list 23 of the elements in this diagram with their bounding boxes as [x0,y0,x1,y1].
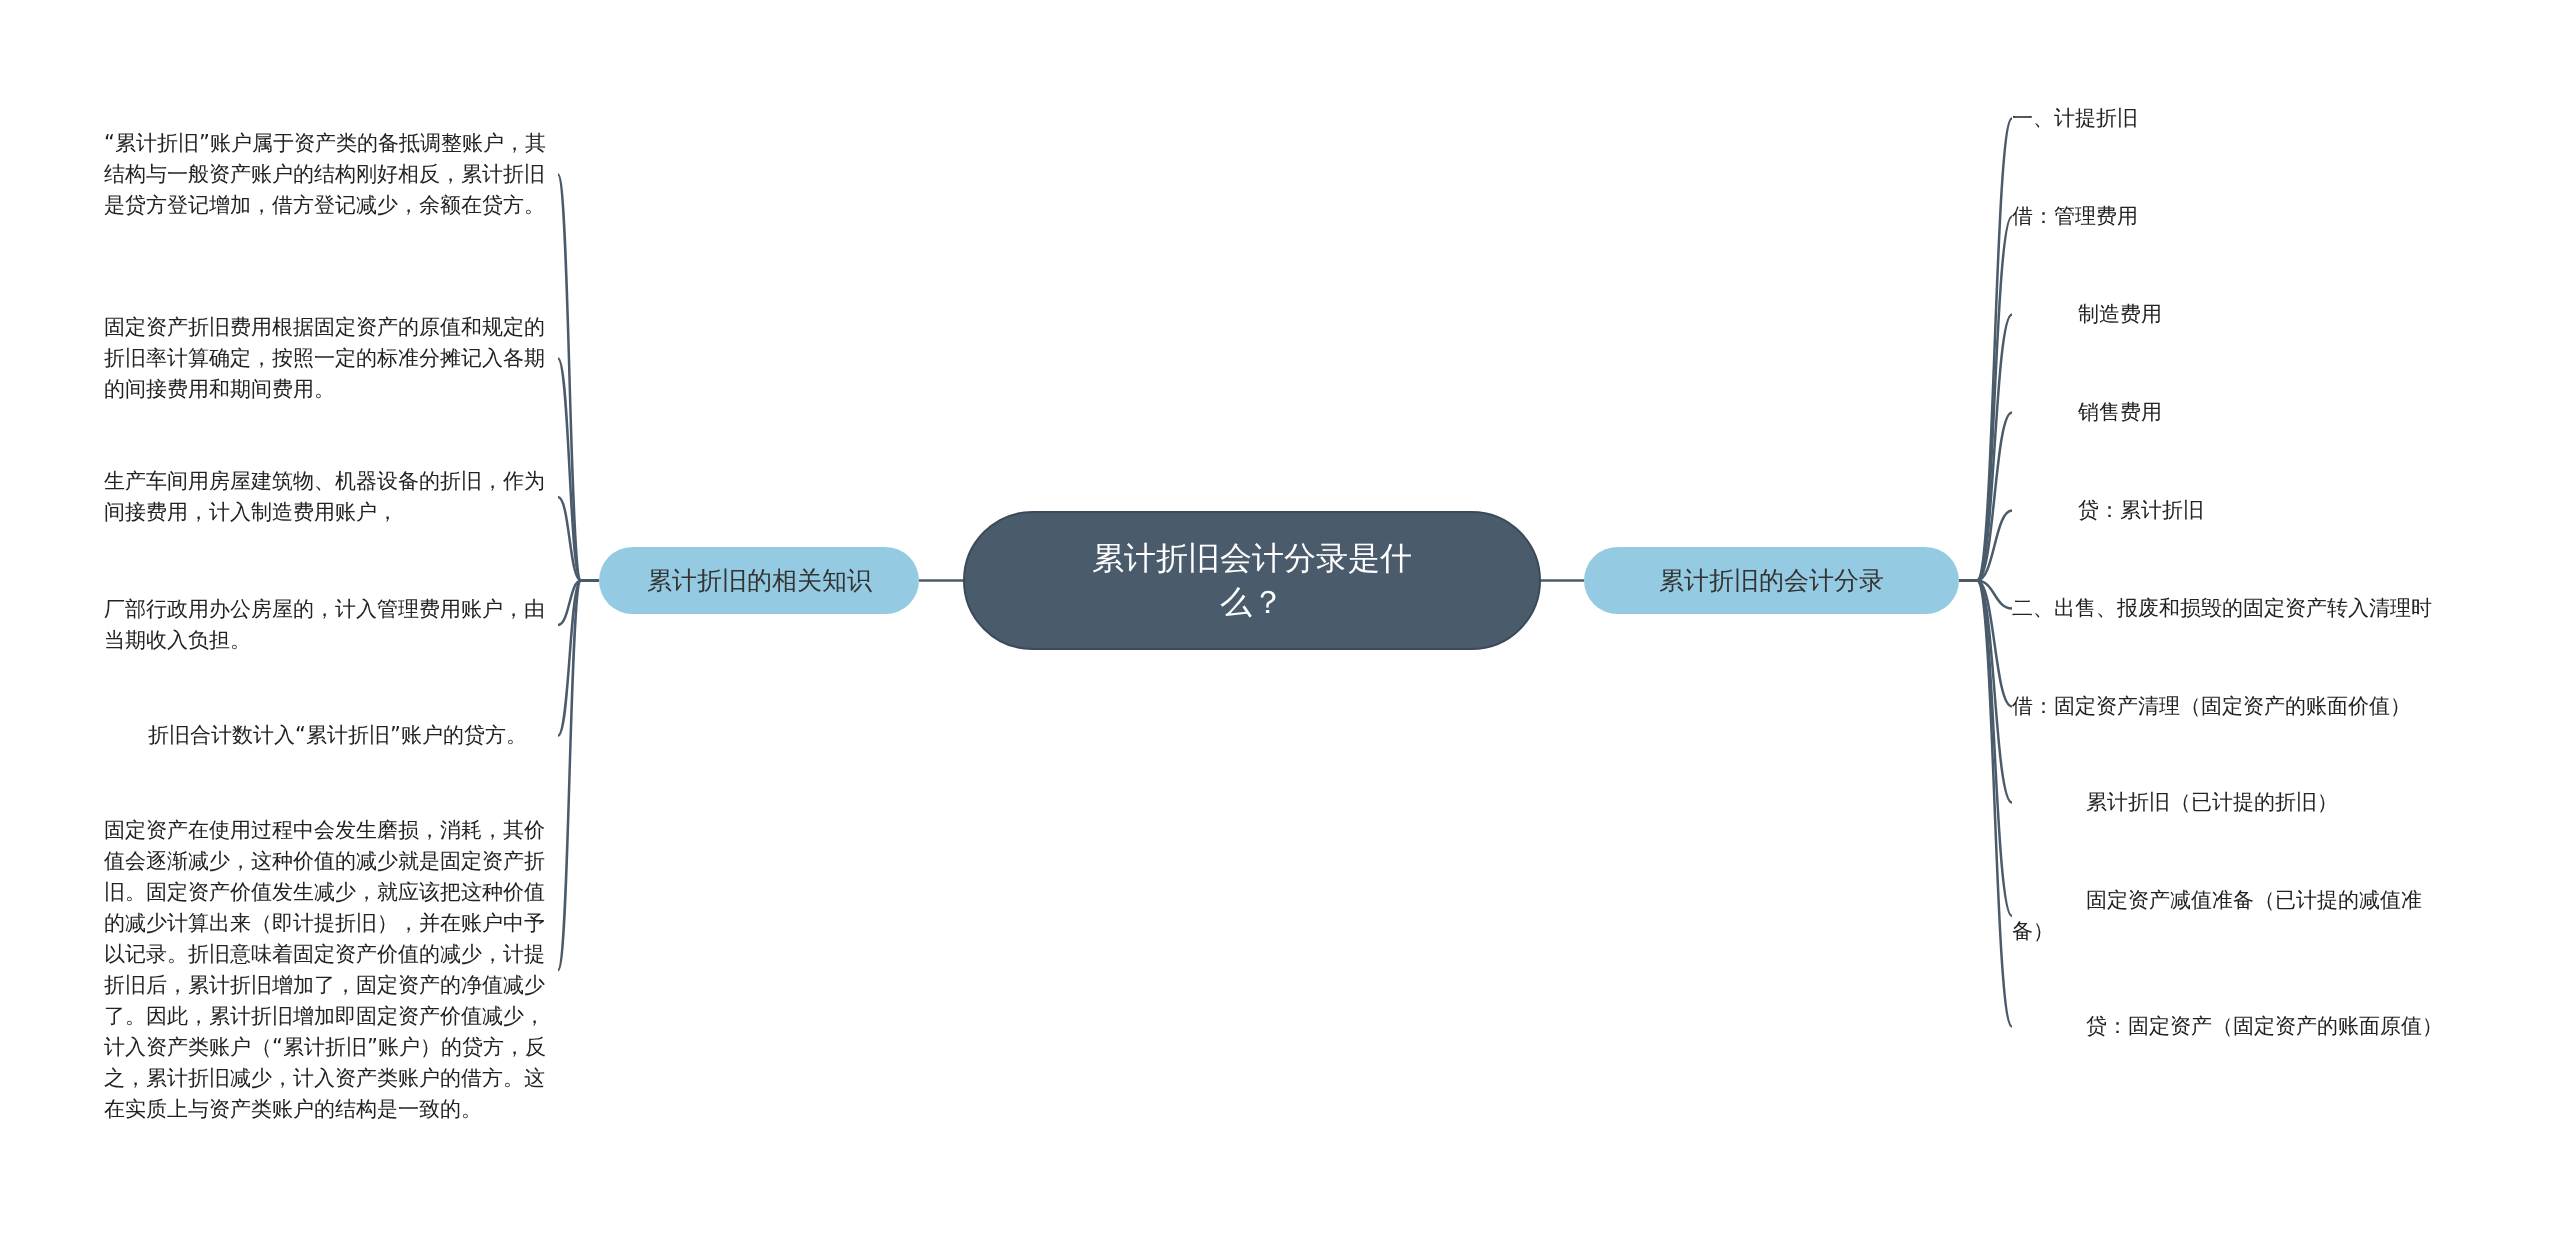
leaf-text: 二、出售、报废和损毁的固定资产转入清理时 [2012,593,2532,624]
connector-line [556,579,599,971]
leaf-text: 制造费用 [2012,299,2452,330]
connector-line [919,579,963,582]
connector-line [1959,579,2014,1028]
branch-topic: 累计折旧的会计分录 [1584,547,1959,614]
connector-line [1541,579,1584,582]
leaf-text: 固定资产在使用过程中会发生磨损，消耗，其价值会逐渐减少，这种价值的减少就是固定资产折旧。固定资产价值发生减少，就应该把这种价值的减少计算出来（即计提折旧），并在账户中予以记录。折旧意味着固定资产价值的减少，计提折旧后，累计折旧增加了，固定资产的净值减少了。因此，累计折旧增加即固定资产价值减少，计入资产类账户（“累计折旧”账户）的贷方，反之，累计折旧减少，计入资产类账户的借方。这在实质上与资产类账户的结构是一致的。 [104,815,558,1125]
leaf-text: 生产车间用房屋建筑物、机器设备的折旧，作为间接费用，计入制造费用账户， [104,466,558,528]
leaf-text: 固定资产减值准备（已计提的减值准备） [2012,885,2452,947]
leaf-text: 贷：固定资产（固定资产的账面原值） [2012,1011,2452,1042]
leaf-text: 折旧合计数计入“累计折旧”账户的贷方。 [104,720,558,751]
leaf-text: 厂部行政用办公房屋的，计入管理费用账户，由当期收入负担。 [104,594,558,656]
branch-topic: 累计折旧的相关知识 [599,547,919,614]
leaf-text: 贷：累计折旧 [2012,495,2452,526]
leaf-text: 销售费用 [2012,397,2452,428]
leaf-text: “累计折旧”账户属于资产类的备抵调整账户，其结构与一般资产账户的结构刚好相反，累计折旧是贷方登记增加，借方登记减少，余额在贷方。 [104,128,558,221]
leaf-text: 一、计提折旧 [2012,103,2452,134]
leaf-text: 借：管理费用 [2012,201,2452,232]
leaf-text: 累计折旧（已计提的折旧） [2012,787,2452,818]
leaf-text: 借：固定资产清理（固定资产的账面价值） [2012,691,2452,722]
leaf-text: 固定资产折旧费用根据固定资产的原值和规定的折旧率计算确定，按照一定的标准分摊记入各期的间接费用和期间费用。 [104,312,558,405]
central-topic: 累计折旧会计分录是什么？ [963,511,1541,650]
